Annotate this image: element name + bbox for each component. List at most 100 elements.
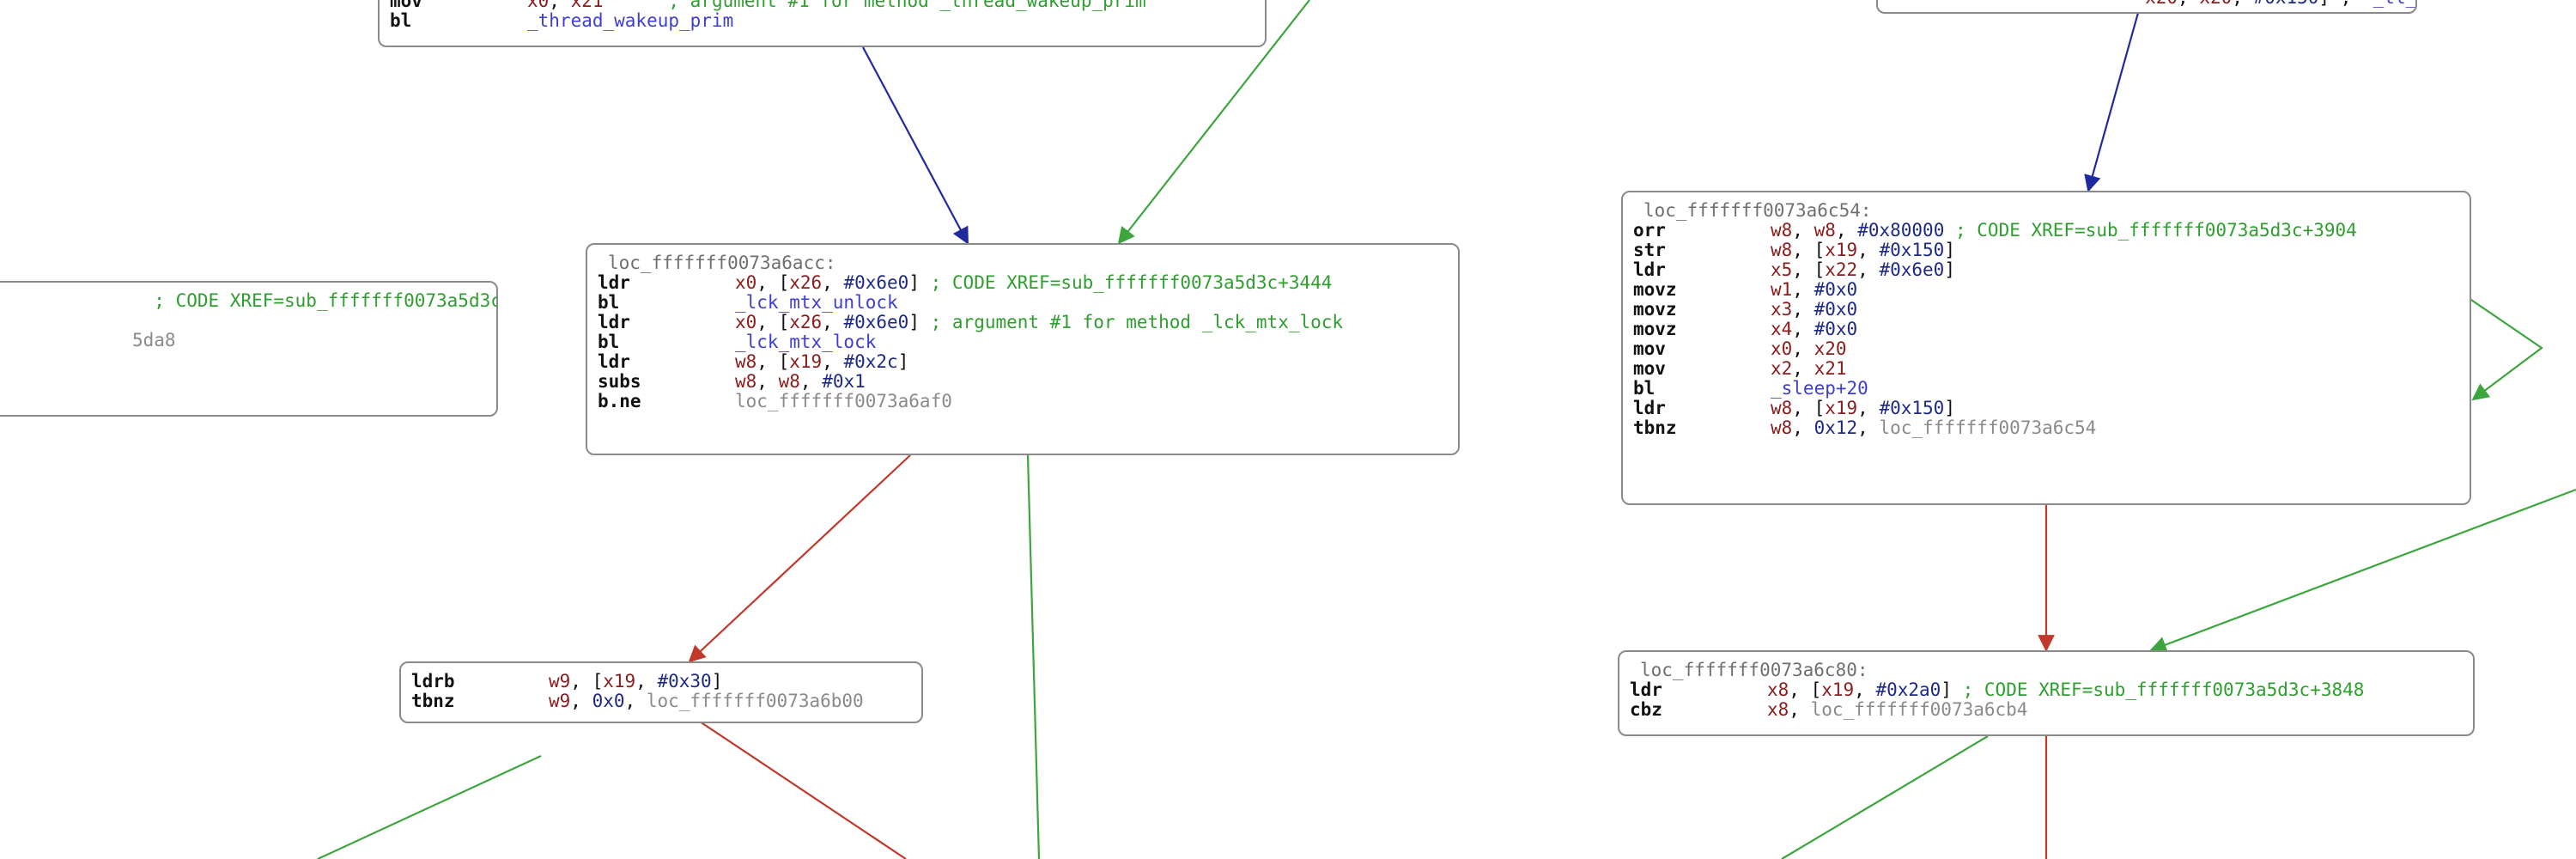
- register: x20: [1814, 338, 1847, 359]
- register: w9: [549, 691, 571, 711]
- register: w8: [1771, 240, 1793, 260]
- immediate: #0x1: [822, 371, 866, 392]
- block-label[interactable]: loc_fffffff0073a6c54:: [1643, 200, 1872, 221]
- instruction-row[interactable]: [0, 311, 486, 331]
- block-label[interactable]: loc_fffffff0073a6c80:: [1640, 660, 1868, 680]
- edge-true: [1026, 454, 1041, 859]
- operand-text: , [: [570, 671, 604, 691]
- operand-text: ,: [570, 691, 592, 711]
- instruction-row[interactable]: ; CODE XREF=sub_fffffff0073a5d3c+3584: [0, 291, 496, 311]
- mnemonic: ldr: [598, 272, 630, 293]
- register: x3: [1771, 299, 1793, 320]
- edge-true: [317, 755, 542, 859]
- instruction-row[interactable]: bl _sleep+20: [1633, 379, 2459, 399]
- register: x26: [789, 272, 823, 293]
- register: w8: [735, 371, 757, 392]
- instruction-row[interactable]: 5da8: [0, 331, 486, 350]
- register: x19: [603, 671, 636, 691]
- operand-text: ,: [1792, 299, 1814, 320]
- instruction-row[interactable]: bl _lck_mtx_unlock: [598, 293, 1448, 313]
- comment: ; CODE XREF=sub_fffffff0073a5d3c+3444: [930, 272, 1333, 293]
- code-block-left-partial[interactable]: ; CODE XREF=sub_fffffff0073a5d3c+3584 5da…: [0, 281, 498, 417]
- register: x0: [527, 0, 550, 11]
- location-ref[interactable]: loc_fffffff0073a6c54: [1879, 417, 2097, 438]
- operand-text: ,: [1857, 259, 1880, 280]
- register: x4: [1771, 319, 1793, 339]
- location-ref[interactable]: 5da8: [132, 330, 176, 350]
- operand-text: ]: [1944, 398, 1955, 418]
- operand-text: ,: [1857, 240, 1880, 260]
- mnemonic: ldr: [598, 351, 630, 372]
- instruction-row[interactable]: b.ne loc_fffffff0073a6af0: [598, 392, 1448, 411]
- register: x20: [2199, 0, 2232, 8]
- location-ref[interactable]: loc_fffffff0073a6cb4: [1810, 699, 2028, 720]
- register: x22: [1825, 259, 1858, 280]
- edge-true: [2149, 488, 2576, 653]
- register: x19: [789, 351, 823, 372]
- mnemonic: b.ne: [598, 391, 641, 411]
- operand-text: ,: [1792, 279, 1814, 300]
- mnemonic: mov: [390, 0, 422, 11]
- comment: ; CODE XREF=sub_fffffff0073a5d3c+3848: [1962, 679, 2365, 700]
- instruction-row[interactable]: bl_lck_mtx_lock: [598, 332, 1448, 352]
- symbol-ref[interactable]: _thread_wakeup_prim: [527, 10, 734, 31]
- operand-text: ]: [1941, 679, 1963, 700]
- symbol-ref[interactable]: _sleep+20: [1771, 378, 1868, 399]
- comment: ; CODE XREF=sub_fffffff0073a5d3c+3904: [1955, 220, 2357, 241]
- operand-text: ]: [908, 312, 931, 332]
- instruction-row[interactable]: bl_thread_wakeup_prim: [390, 11, 1255, 31]
- operand-text: ,: [2178, 0, 2199, 8]
- code-block-top-right-partial[interactable]: x20, x20, #0x150] ; _tl_get_p: [1876, 0, 2417, 14]
- register: w8: [1771, 398, 1793, 418]
- edge-direct: [2084, 12, 2140, 192]
- operand-text: , [: [1792, 240, 1826, 260]
- block-label[interactable]: loc_fffffff0073a6acc:: [608, 253, 836, 273]
- register: x19: [1825, 398, 1858, 418]
- operand-text: , [: [756, 312, 790, 332]
- mnemonic: ldrb: [411, 671, 455, 691]
- immediate: #0x150: [1879, 240, 1945, 260]
- immediate: 0x0: [592, 691, 625, 711]
- mnemonic: bl: [598, 292, 620, 313]
- location-ref[interactable]: loc_fffffff0073a6b00: [646, 691, 864, 711]
- mnemonic: bl: [1633, 378, 1656, 399]
- mnemonic: ldr: [1633, 398, 1666, 418]
- instruction-row[interactable]: x20, x20, #0x150] ; _tl_get_p: [1888, 0, 2415, 8]
- immediate: #0x0: [1814, 279, 1858, 300]
- symbol-ref[interactable]: _lck_mtx_unlock: [735, 292, 898, 313]
- register: x21: [1814, 358, 1847, 379]
- symbol-ref[interactable]: _tl_get_p: [2373, 0, 2415, 8]
- operand-text: ,: [822, 312, 844, 332]
- symbol-ref[interactable]: _lck_mtx_lock: [735, 332, 877, 352]
- register: x0: [735, 272, 757, 293]
- immediate: #0x150: [2254, 0, 2319, 8]
- operand-text: ,: [1792, 338, 1814, 359]
- register: x2: [1771, 358, 1793, 379]
- location-ref[interactable]: loc_fffffff0073a6af0: [735, 391, 952, 411]
- immediate: #0x2c: [843, 351, 898, 372]
